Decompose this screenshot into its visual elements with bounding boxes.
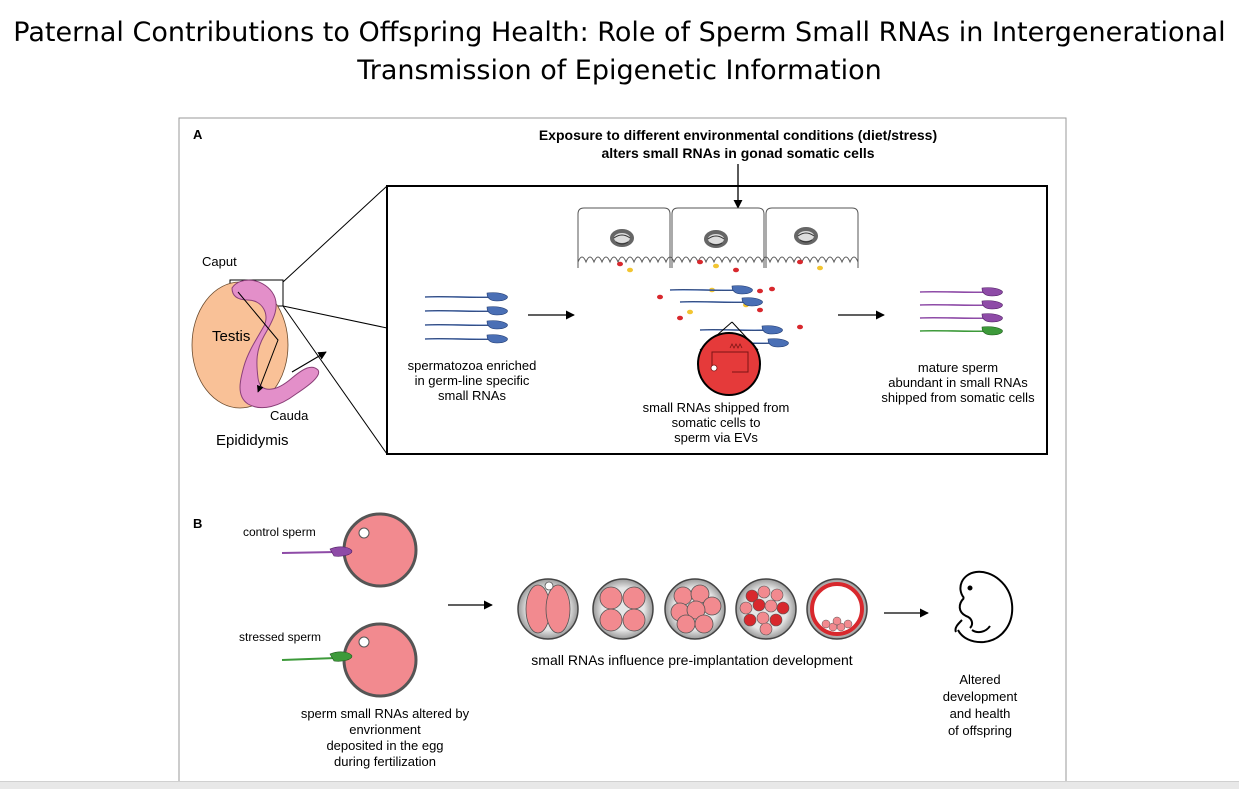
exposure-text-2: alters small RNAs in gonad somatic cells <box>601 145 874 161</box>
mature-text-2: abundant in small RNAs <box>888 375 1028 390</box>
shipped-text-3: sperm via EVs <box>674 430 758 445</box>
control-sperm-label: control sperm <box>243 525 316 539</box>
slide-title: Paternal Contributions to Offspring Heal… <box>0 14 1239 90</box>
embryo-morula <box>735 578 797 640</box>
testis-label: Testis <box>212 328 250 345</box>
embryo-4cell <box>592 578 654 640</box>
title-line-1: Paternal Contributions to Offspring Heal… <box>13 17 1226 48</box>
fetus-icon <box>954 570 1014 644</box>
zoom-line-bottom <box>282 305 388 455</box>
vas-arrow <box>291 351 327 373</box>
offspring-text-4: of offspring <box>948 723 1012 738</box>
offspring-text-3: and health <box>950 706 1011 721</box>
altered-text-4: during fertilization <box>334 754 436 769</box>
panel-b-label: B <box>193 516 202 531</box>
stressed-egg <box>342 622 418 698</box>
embryo-8cell <box>664 578 726 640</box>
offspring-text-2: development <box>943 689 1018 704</box>
mature-text-1: mature sperm <box>918 360 998 375</box>
zoom-line-mid <box>282 305 388 329</box>
altered-text-3: deposited in the egg <box>326 738 443 753</box>
ev-fusion-circle <box>697 332 761 396</box>
mature-text-3: shipped from somatic cells <box>881 390 1035 405</box>
embryo-2cell <box>517 578 579 640</box>
altered-text-2: envrionment <box>349 722 421 737</box>
nucleus-2 <box>704 230 728 248</box>
preimplant-text: small RNAs influence pre-implantation de… <box>531 652 852 668</box>
spermatozoa-text-2: in germ-line specific <box>415 373 530 388</box>
shipped-text-2: somatic cells to <box>672 415 761 430</box>
caput-label: Caput <box>202 254 237 269</box>
epididymis-shape <box>231 279 320 409</box>
zoom-box <box>386 185 1048 455</box>
stressed-sperm-label: stressed sperm <box>239 630 321 644</box>
nucleus-3 <box>794 227 818 245</box>
panel-a-label: A <box>193 127 203 142</box>
title-line-2: Transmission of Epigenetic Information <box>357 55 882 86</box>
slide-bottom-bar <box>0 781 1239 789</box>
cauda-label: Cauda <box>270 408 309 423</box>
spermatozoa-text-1: spermatozoa enriched <box>408 358 537 373</box>
epididymis-label: Epididymis <box>216 432 289 449</box>
somatic-cells <box>577 207 859 268</box>
zoom-line-top <box>282 185 388 283</box>
shipped-text-1: small RNAs shipped from <box>643 400 790 415</box>
embryo-blastocyst <box>806 578 868 640</box>
nucleus-1 <box>610 229 634 247</box>
offspring-text-1: Altered <box>959 672 1000 687</box>
spermatozoa-text-3: small RNAs <box>438 388 506 403</box>
exposure-text-1: Exposure to different environmental cond… <box>539 127 937 143</box>
altered-text-1: sperm small RNAs altered by <box>301 706 470 721</box>
control-egg <box>342 512 418 588</box>
